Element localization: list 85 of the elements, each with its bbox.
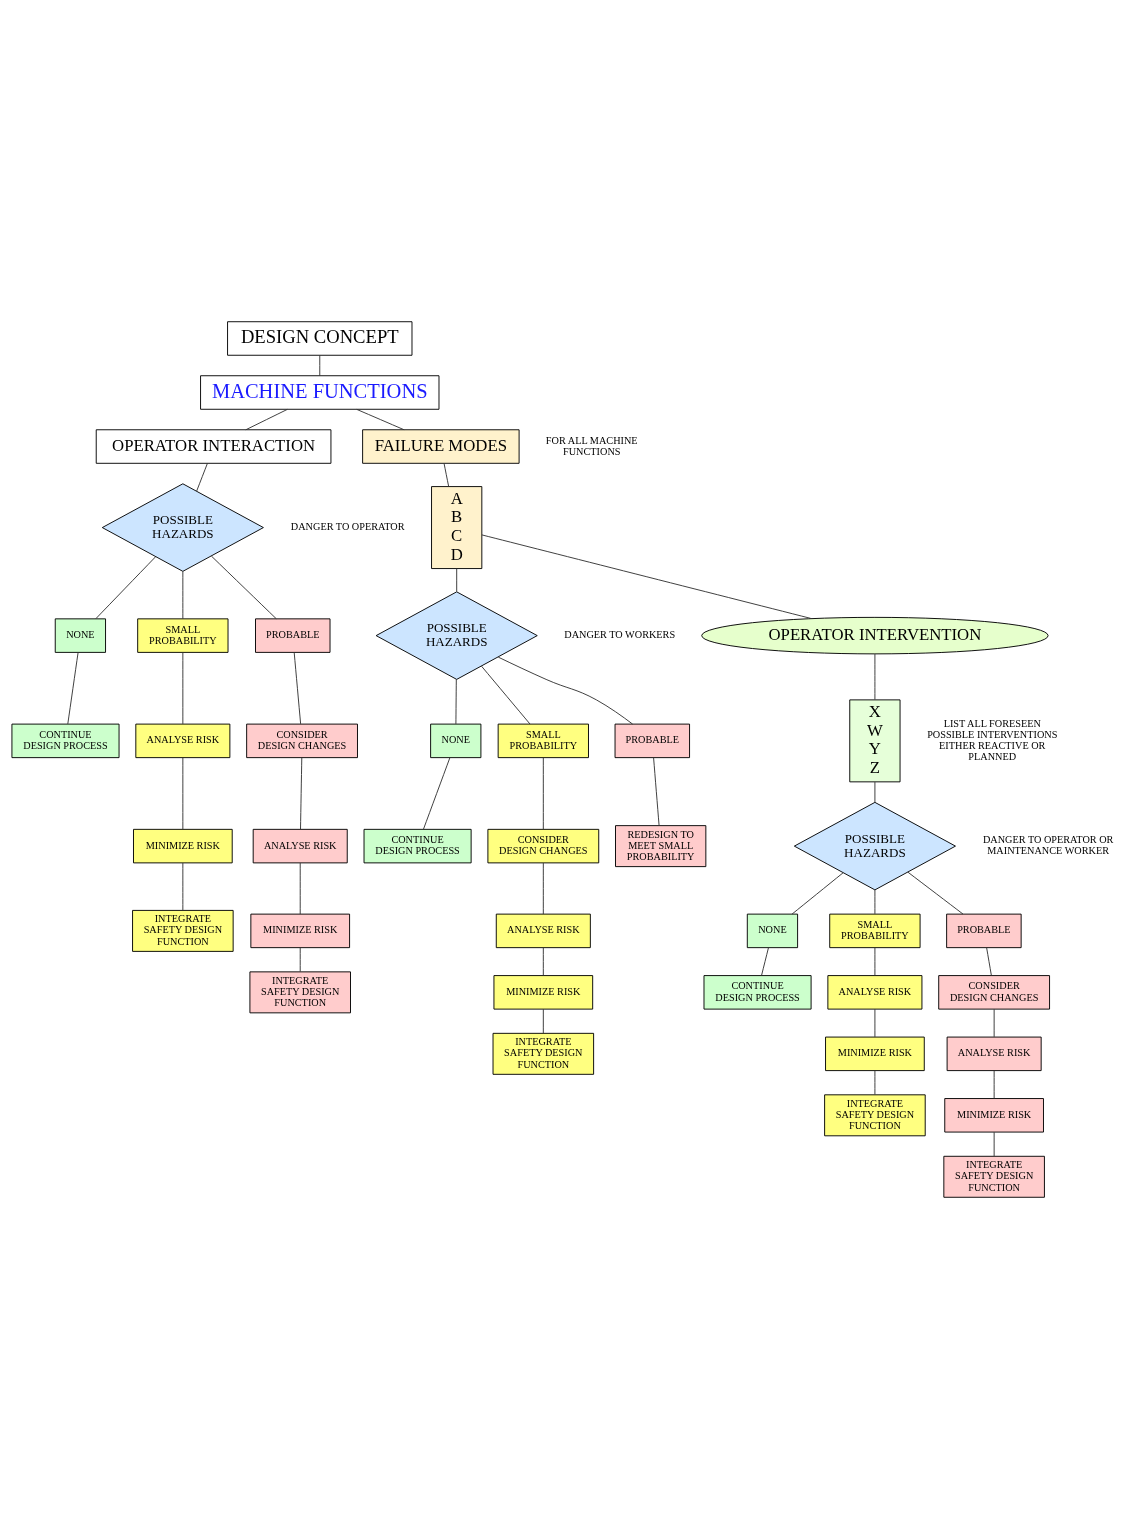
- node-box: NONE: [746, 913, 799, 949]
- node-box: CONTINUE DESIGN PROCESS: [703, 975, 812, 1010]
- connector: [874, 947, 876, 976]
- node-box: ANALYSE RISK: [252, 828, 348, 864]
- node-box: DESIGN CONCEPT: [227, 321, 413, 356]
- node-box: MINIMIZE RISK: [493, 975, 594, 1010]
- node-box: REDESIGN TO MEET SMALL PROBABILITY: [615, 825, 707, 868]
- node-box: INTEGRATE SAFETY DESIGN FUNCTION: [824, 1094, 926, 1137]
- connector: [874, 653, 876, 700]
- node-diamond: POSSIBLE HAZARDS: [101, 483, 264, 572]
- connector: [182, 570, 184, 620]
- node-box: MINIMIZE RISK: [133, 828, 233, 864]
- connector: [245, 408, 288, 431]
- node-box: INTEGRATE SAFETY DESIGN FUNCTION: [943, 1155, 1045, 1198]
- connector: [423, 757, 451, 830]
- connector: [293, 652, 302, 725]
- node-box: MACHINE FUNCTIONS: [200, 375, 440, 410]
- connector: [211, 555, 277, 620]
- node-box: MINIMIZE RISK: [825, 1036, 925, 1072]
- node-box: PROBABLE: [946, 913, 1022, 949]
- connector: [299, 862, 301, 915]
- node-diamond: POSSIBLE HAZARDS: [793, 801, 956, 891]
- node-box: ANALYSE RISK: [135, 723, 231, 759]
- node-box: CONSIDER DESIGN CHANGES: [246, 723, 358, 759]
- node-box: NONE: [54, 618, 106, 653]
- node-box: INTEGRATE SAFETY DESIGN FUNCTION: [132, 909, 234, 952]
- connector: [653, 757, 660, 827]
- connector: [542, 1008, 544, 1034]
- connector: [993, 1008, 995, 1038]
- connector: [542, 862, 544, 915]
- node-box: ANALYSE RISK: [827, 975, 923, 1010]
- node-label: FOR ALL MACHINE FUNCTIONS: [545, 434, 638, 457]
- connector: [182, 757, 184, 830]
- connector: [761, 947, 769, 976]
- node-box: CONTINUE DESIGN PROCESS: [363, 828, 472, 864]
- connector: [182, 862, 184, 911]
- node-label: DANGER TO OPERATOR: [290, 521, 405, 533]
- node-box: A B C D: [431, 486, 483, 570]
- connector: [542, 947, 544, 976]
- connector: [299, 947, 301, 973]
- node-box: CONSIDER DESIGN CHANGES: [938, 975, 1050, 1010]
- node-box: OPERATOR INTERACTION: [95, 429, 332, 464]
- node-label: DANGER TO WORKERS: [564, 629, 676, 641]
- connector: [443, 463, 450, 487]
- connector: [993, 1070, 995, 1099]
- connector: [874, 1008, 876, 1038]
- node-box: MINIMIZE RISK: [944, 1098, 1044, 1133]
- node-box: PROBABLE: [255, 618, 331, 653]
- connector: [481, 534, 812, 619]
- node-box: INTEGRATE SAFETY DESIGN FUNCTION: [249, 971, 351, 1014]
- connector: [319, 354, 321, 377]
- node-box: SMALL PROBABILITY: [497, 723, 589, 759]
- connector: [497, 656, 634, 725]
- node-ellipse: OPERATOR INTERVENTION: [701, 616, 1049, 655]
- connector: [986, 947, 992, 976]
- connector: [874, 781, 876, 803]
- connector: [542, 757, 544, 830]
- node-box: MINIMIZE RISK: [250, 913, 351, 949]
- node-box: CONSIDER DESIGN CHANGES: [487, 828, 600, 864]
- connector: [874, 1070, 876, 1095]
- connector: [993, 1131, 995, 1157]
- connector: [196, 463, 208, 492]
- connector: [67, 652, 79, 725]
- connector: [907, 871, 964, 915]
- node-box: SMALL PROBABILITY: [829, 913, 921, 949]
- node-box: FAILURE MODES: [362, 429, 520, 464]
- connector: [481, 665, 531, 725]
- connector: [455, 678, 457, 725]
- node-box: ANALYSE RISK: [946, 1036, 1042, 1072]
- node-box: CONTINUE DESIGN PROCESS: [11, 723, 120, 759]
- node-label: DANGER TO OPERATOR OR MAINTENANCE WORKER: [982, 834, 1114, 857]
- node-diamond: POSSIBLE HAZARDS: [375, 591, 538, 680]
- node-label: LIST ALL FORESEEN POSSIBLE INTERVENTIONS EITHER REACTIVE OR PLANNED: [927, 717, 1058, 763]
- node-box: SMALL PROBABILITY: [137, 618, 229, 653]
- connector: [182, 652, 184, 725]
- node-box: X W Y Z: [849, 699, 901, 783]
- connector: [791, 872, 844, 915]
- connector: [95, 556, 157, 620]
- node-box: NONE: [430, 723, 482, 759]
- connector: [456, 568, 458, 593]
- connector: [300, 757, 303, 830]
- node-box: ANALYSE RISK: [495, 913, 591, 949]
- node-box: PROBABLE: [614, 723, 690, 759]
- node-box: INTEGRATE SAFETY DESIGN FUNCTION: [492, 1032, 595, 1075]
- connector: [874, 889, 876, 915]
